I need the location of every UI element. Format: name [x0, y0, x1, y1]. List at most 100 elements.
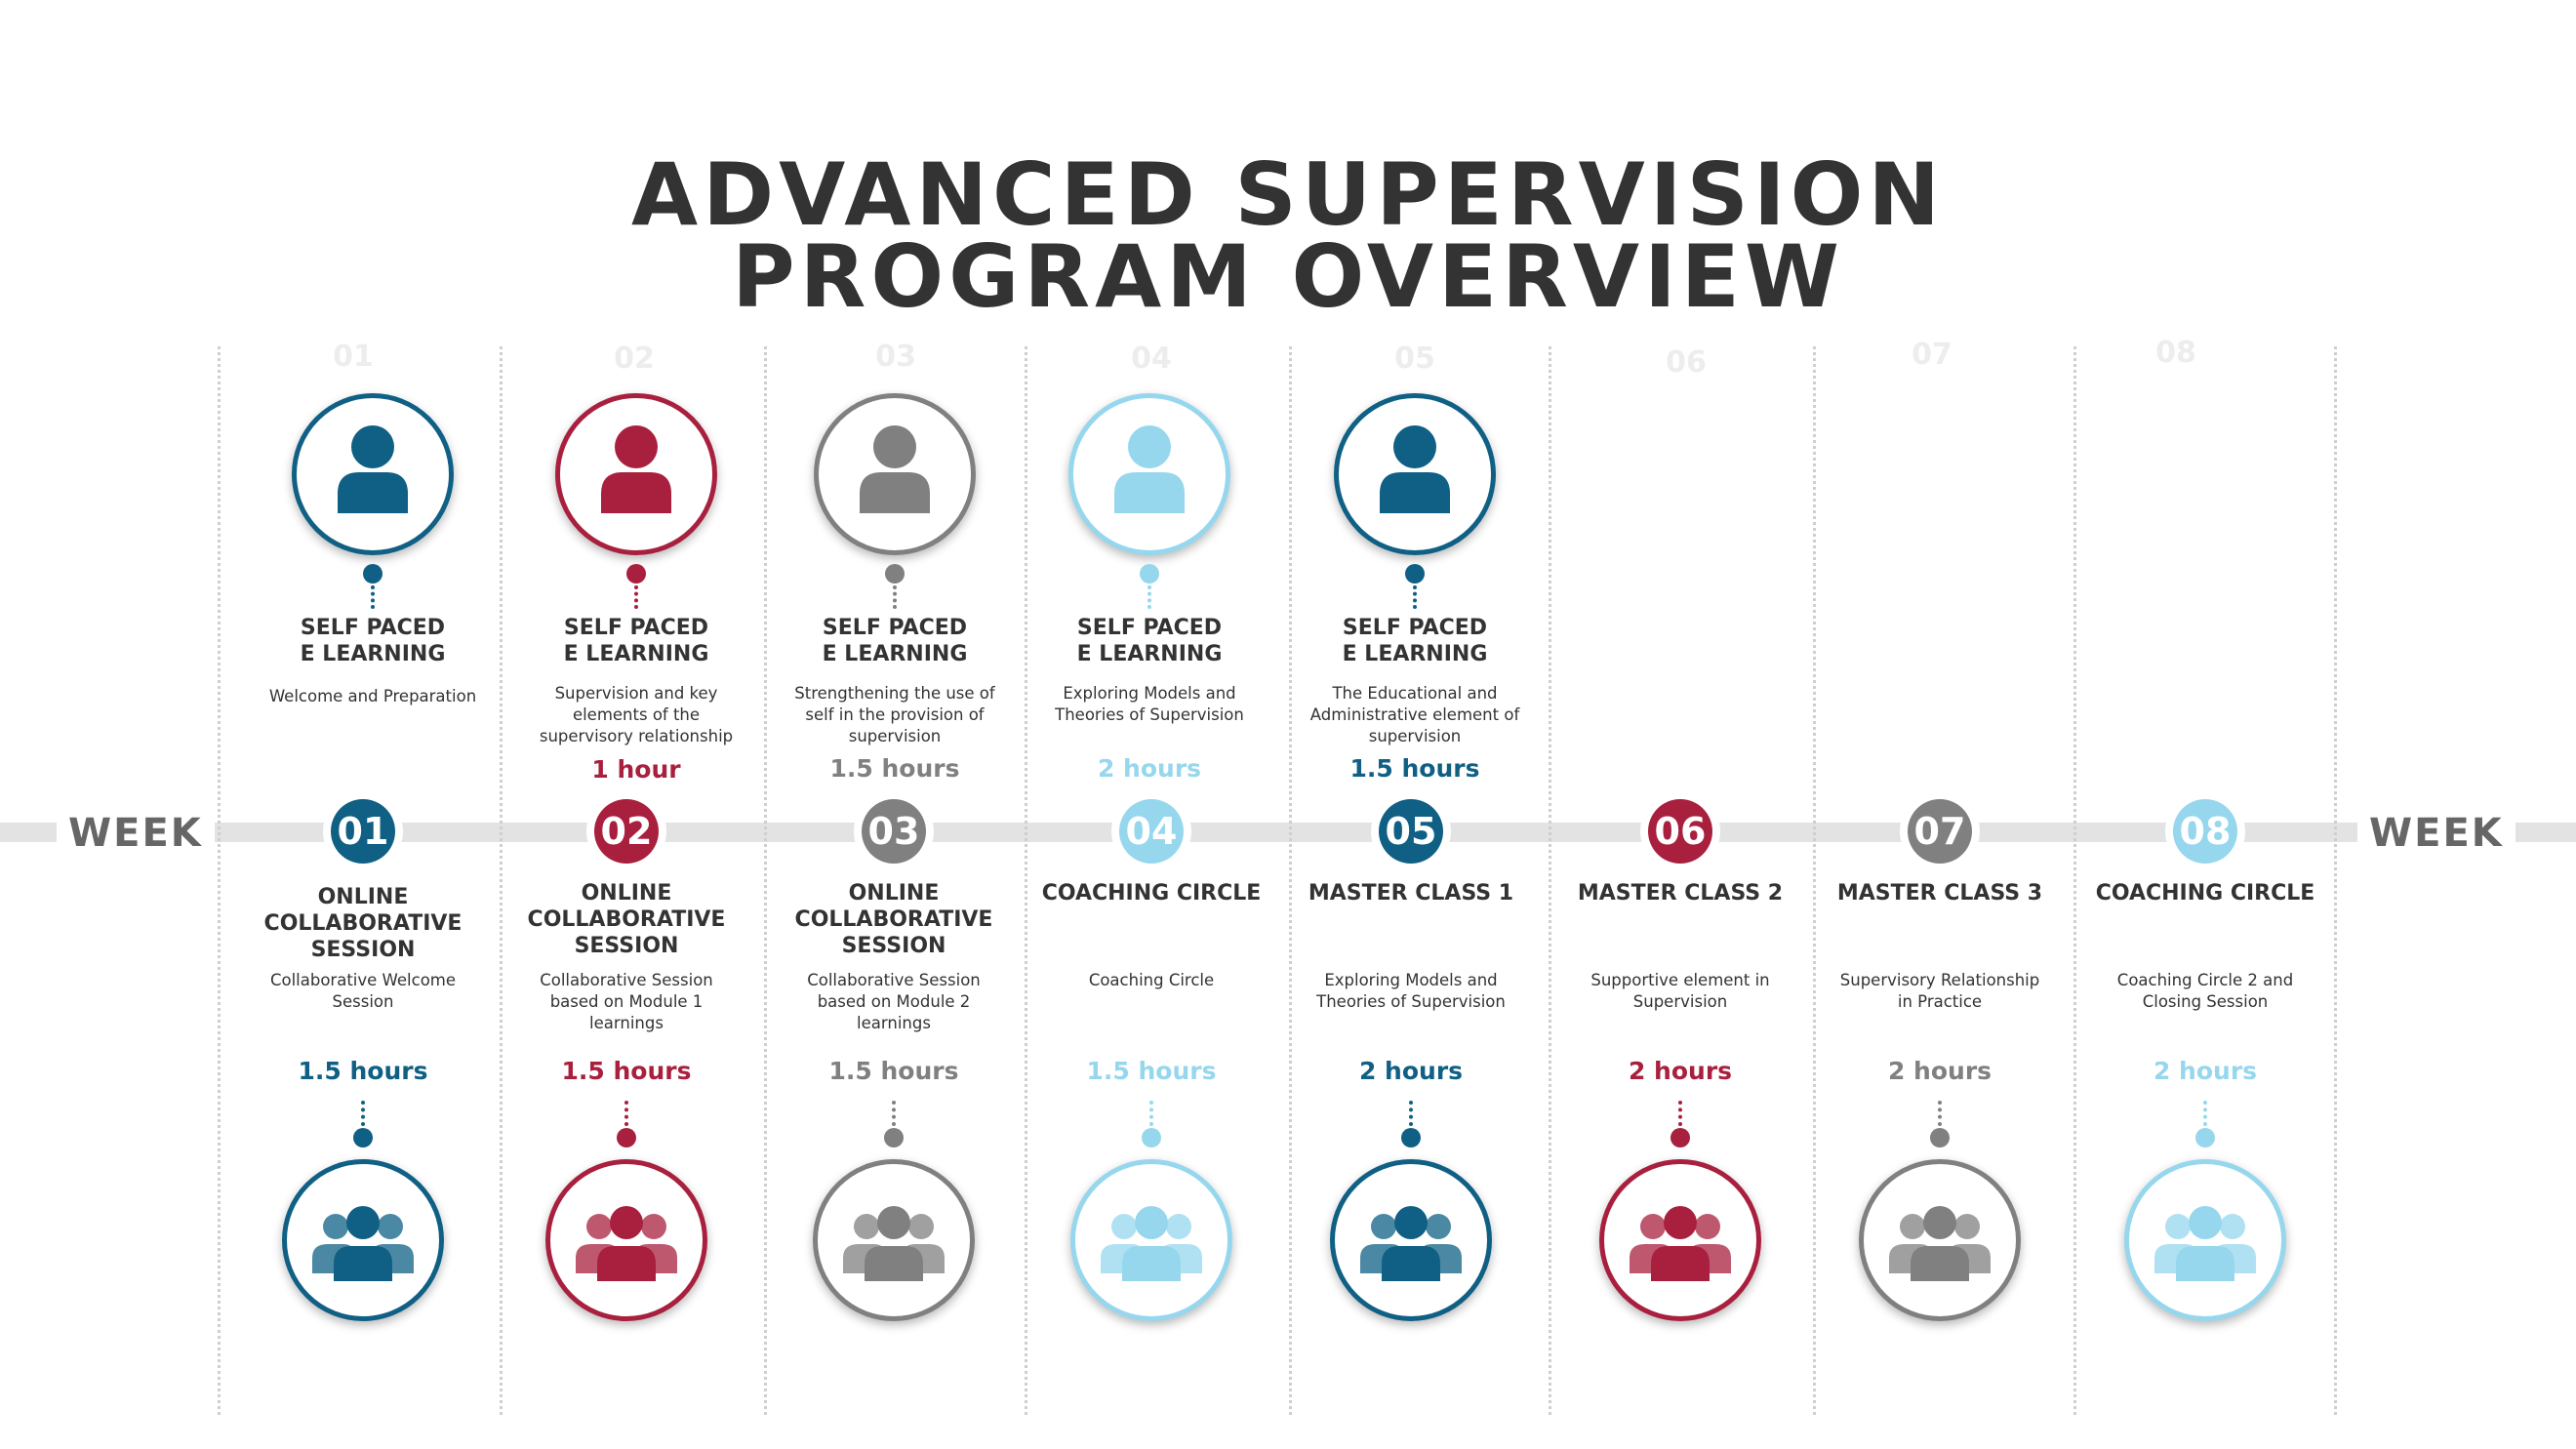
session-circle [282, 1159, 444, 1321]
self-paced-circle [1334, 393, 1496, 555]
column-divider [1813, 346, 1816, 1415]
session-heading: ONLINE COLLABORATIVE SESSION [794, 881, 993, 958]
session-circle [813, 1159, 975, 1321]
week-number-badge: 04 [1119, 799, 1184, 864]
ghost-week-number: 03 [875, 340, 916, 374]
connector-dot [1401, 1128, 1421, 1147]
column-divider [1549, 346, 1551, 1415]
session-description: Exploring Models and Theories of Supervi… [1316, 971, 1506, 1011]
column-divider [500, 346, 503, 1415]
connector-dots [892, 1101, 896, 1126]
connector-dots [1147, 585, 1151, 609]
connector-dot [1140, 564, 1159, 584]
week-number-badge: 08 [2173, 799, 2237, 864]
session-description: Collaborative Session based on Module 1 … [540, 971, 713, 1032]
connector-dots [1149, 1101, 1153, 1126]
session-circle [1859, 1159, 2021, 1321]
connector-dots [1413, 585, 1417, 609]
module-description: Exploring Models and Theories of Supervi… [1055, 684, 1244, 724]
ghost-week-number: 06 [1666, 345, 1707, 380]
connector-dot [363, 564, 382, 584]
person-icon [1114, 425, 1185, 513]
ghost-week-number: 01 [333, 340, 374, 374]
session-hours: 2 hours [1358, 1057, 1464, 1085]
module-heading-line: E LEARNING [1076, 642, 1223, 666]
session-heading: COACHING CIRCLE [1041, 881, 1262, 906]
person-icon [860, 425, 930, 513]
connector-dot [884, 1128, 904, 1147]
session-hours: 2 hours [2153, 1057, 2258, 1085]
page-title: ADVANCED SUPERVISION PROGRAM OVERVIEW [0, 144, 2576, 327]
session-hours: 1.5 hours [561, 1057, 692, 1085]
column-divider [1289, 346, 1292, 1415]
module-hours: 1.5 hours [829, 754, 960, 783]
title-line-1: ADVANCED SUPERVISION [630, 144, 1946, 245]
connector-dot [626, 564, 646, 584]
column-divider [218, 346, 221, 1415]
connector-dots [371, 585, 375, 609]
connector-dot [2195, 1128, 2215, 1147]
session-hours: 1.5 hours [298, 1057, 428, 1085]
connector-dot [1930, 1128, 1950, 1147]
module-description: Strengthening the use of self in the pro… [794, 684, 995, 745]
module-description: Welcome and Preparation [268, 687, 477, 705]
ghost-week-number: 05 [1394, 342, 1435, 376]
group-icon [1360, 1206, 1462, 1281]
connector-dot [1405, 564, 1425, 584]
group-icon [843, 1206, 945, 1281]
group-icon [576, 1206, 677, 1281]
module-heading-line: SELF PACED [822, 616, 968, 640]
module-description: Supervision and key elements of the supe… [539, 684, 734, 745]
module-heading-line: SELF PACED [563, 616, 709, 640]
week-number-badge: 02 [594, 799, 659, 864]
session-description: Coaching Circle [1088, 971, 1215, 989]
session-heading: MASTER CLASS 3 [1836, 881, 2043, 906]
connector-dots [1938, 1101, 1942, 1126]
week-number-badge: 01 [331, 799, 395, 864]
week-number-badge: 03 [862, 799, 926, 864]
week-number-badge: 06 [1648, 799, 1712, 864]
person-icon [338, 425, 408, 513]
module-hours: 1 hour [591, 755, 681, 784]
group-icon [1101, 1206, 1202, 1281]
column-divider [1025, 346, 1027, 1415]
session-hours: 1.5 hours [1086, 1057, 1217, 1085]
session-heading: MASTER CLASS 2 [1577, 881, 1784, 906]
week-number-badge: 05 [1379, 799, 1443, 864]
session-circle [1330, 1159, 1492, 1321]
self-paced-circle [814, 393, 976, 555]
session-description: Supervisory Relationship in Practice [1839, 971, 2040, 1011]
title-line-2: PROGRAM OVERVIEW [732, 226, 1844, 327]
self-paced-circle [292, 393, 454, 555]
self-paced-circle [1068, 393, 1230, 555]
module-description: The Educational and Administrative eleme… [1309, 684, 1520, 745]
module-heading-line: E LEARNING [563, 642, 709, 666]
ghost-week-number: 04 [1131, 342, 1172, 376]
session-heading: ONLINE COLLABORATIVE SESSION [527, 881, 726, 958]
group-icon [2154, 1206, 2256, 1281]
module-heading-line: E LEARNING [1342, 642, 1488, 666]
session-description: Collaborative Session based on Module 2 … [807, 971, 981, 1032]
connector-dots [893, 585, 897, 609]
week-number-badge: 07 [1908, 799, 1972, 864]
column-divider [2073, 346, 2076, 1415]
ghost-week-number: 02 [614, 342, 655, 376]
connector-dot [1142, 1128, 1161, 1147]
session-heading: COACHING CIRCLE [2095, 881, 2315, 906]
connector-dot [617, 1128, 636, 1147]
module-heading-line: SELF PACED [1076, 616, 1223, 640]
group-icon [312, 1206, 414, 1281]
column-divider [764, 346, 767, 1415]
connector-dots [361, 1101, 365, 1126]
group-icon [1630, 1206, 1731, 1281]
session-description: Supportive element in Supervision [1590, 971, 1770, 1011]
connector-dot [353, 1128, 373, 1147]
session-heading: ONLINE COLLABORATIVE SESSION [263, 885, 463, 962]
module-hours: 1.5 hours [1349, 754, 1480, 783]
connector-dot [1670, 1128, 1690, 1147]
week-label-left: WEEK [57, 804, 215, 863]
